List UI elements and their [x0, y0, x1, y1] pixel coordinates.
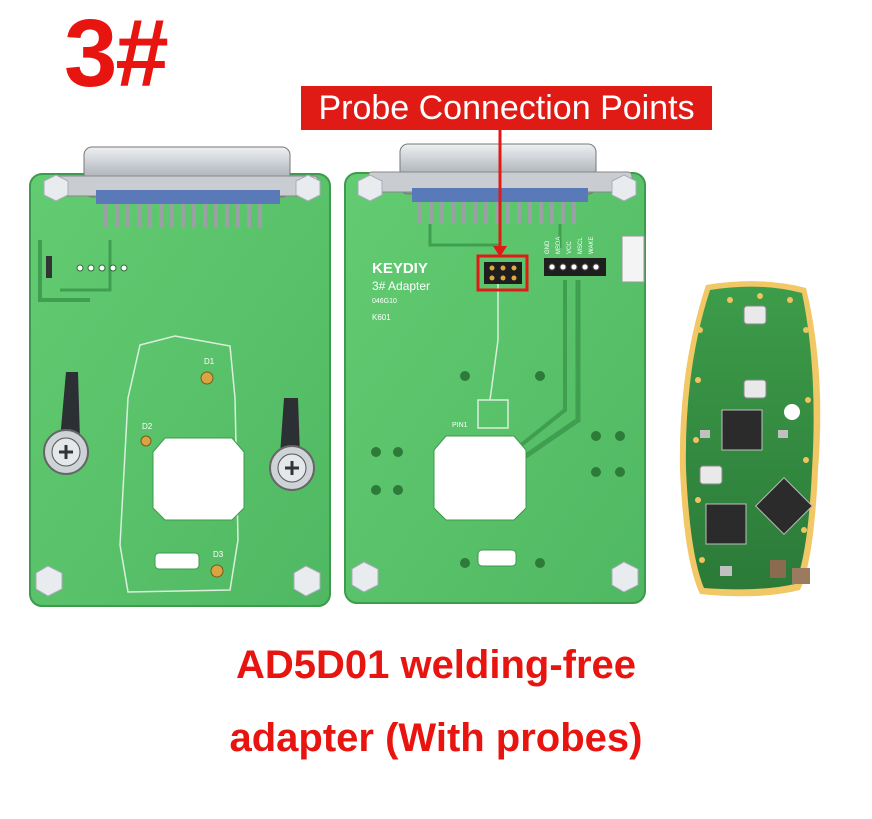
caption-line-2: adapter (With probes) [229, 716, 643, 760]
product-photo: D1 D2 D3 [29, 130, 821, 607]
board-model: 3# Adapter [372, 279, 430, 293]
center-adapter-board: KEYDIY 3# Adapter 046G10 K601 PIN1 GND M… [344, 130, 646, 604]
board-code-1: 046G10 [372, 298, 397, 305]
probe-highlight-box [476, 254, 529, 292]
probe-connection-callout: Probe Connection Points [301, 86, 712, 130]
caption-line-1: AD5D01 welding-free [235, 643, 637, 687]
board-brand: KEYDIY [372, 260, 428, 277]
pin-label-mscl: MSCL [578, 237, 584, 254]
pin-label-msda: MSDA [556, 237, 562, 254]
board-code-2: K601 [372, 313, 391, 322]
pin-label-gnd: GND [545, 240, 551, 254]
pin-label-wake: WAKE [589, 237, 595, 254]
remote-key-pcb [679, 281, 821, 597]
probe-label-d3: D3 [213, 550, 224, 559]
left-adapter-board: D1 D2 D3 [29, 146, 331, 607]
adapter-number-label: 3# [64, 0, 169, 107]
pin-label-vcc: VCC [567, 241, 573, 254]
probe-label-d2: D2 [142, 422, 153, 431]
pin1-label: PIN1 [452, 422, 468, 429]
probe-label-d1: D1 [204, 357, 215, 366]
